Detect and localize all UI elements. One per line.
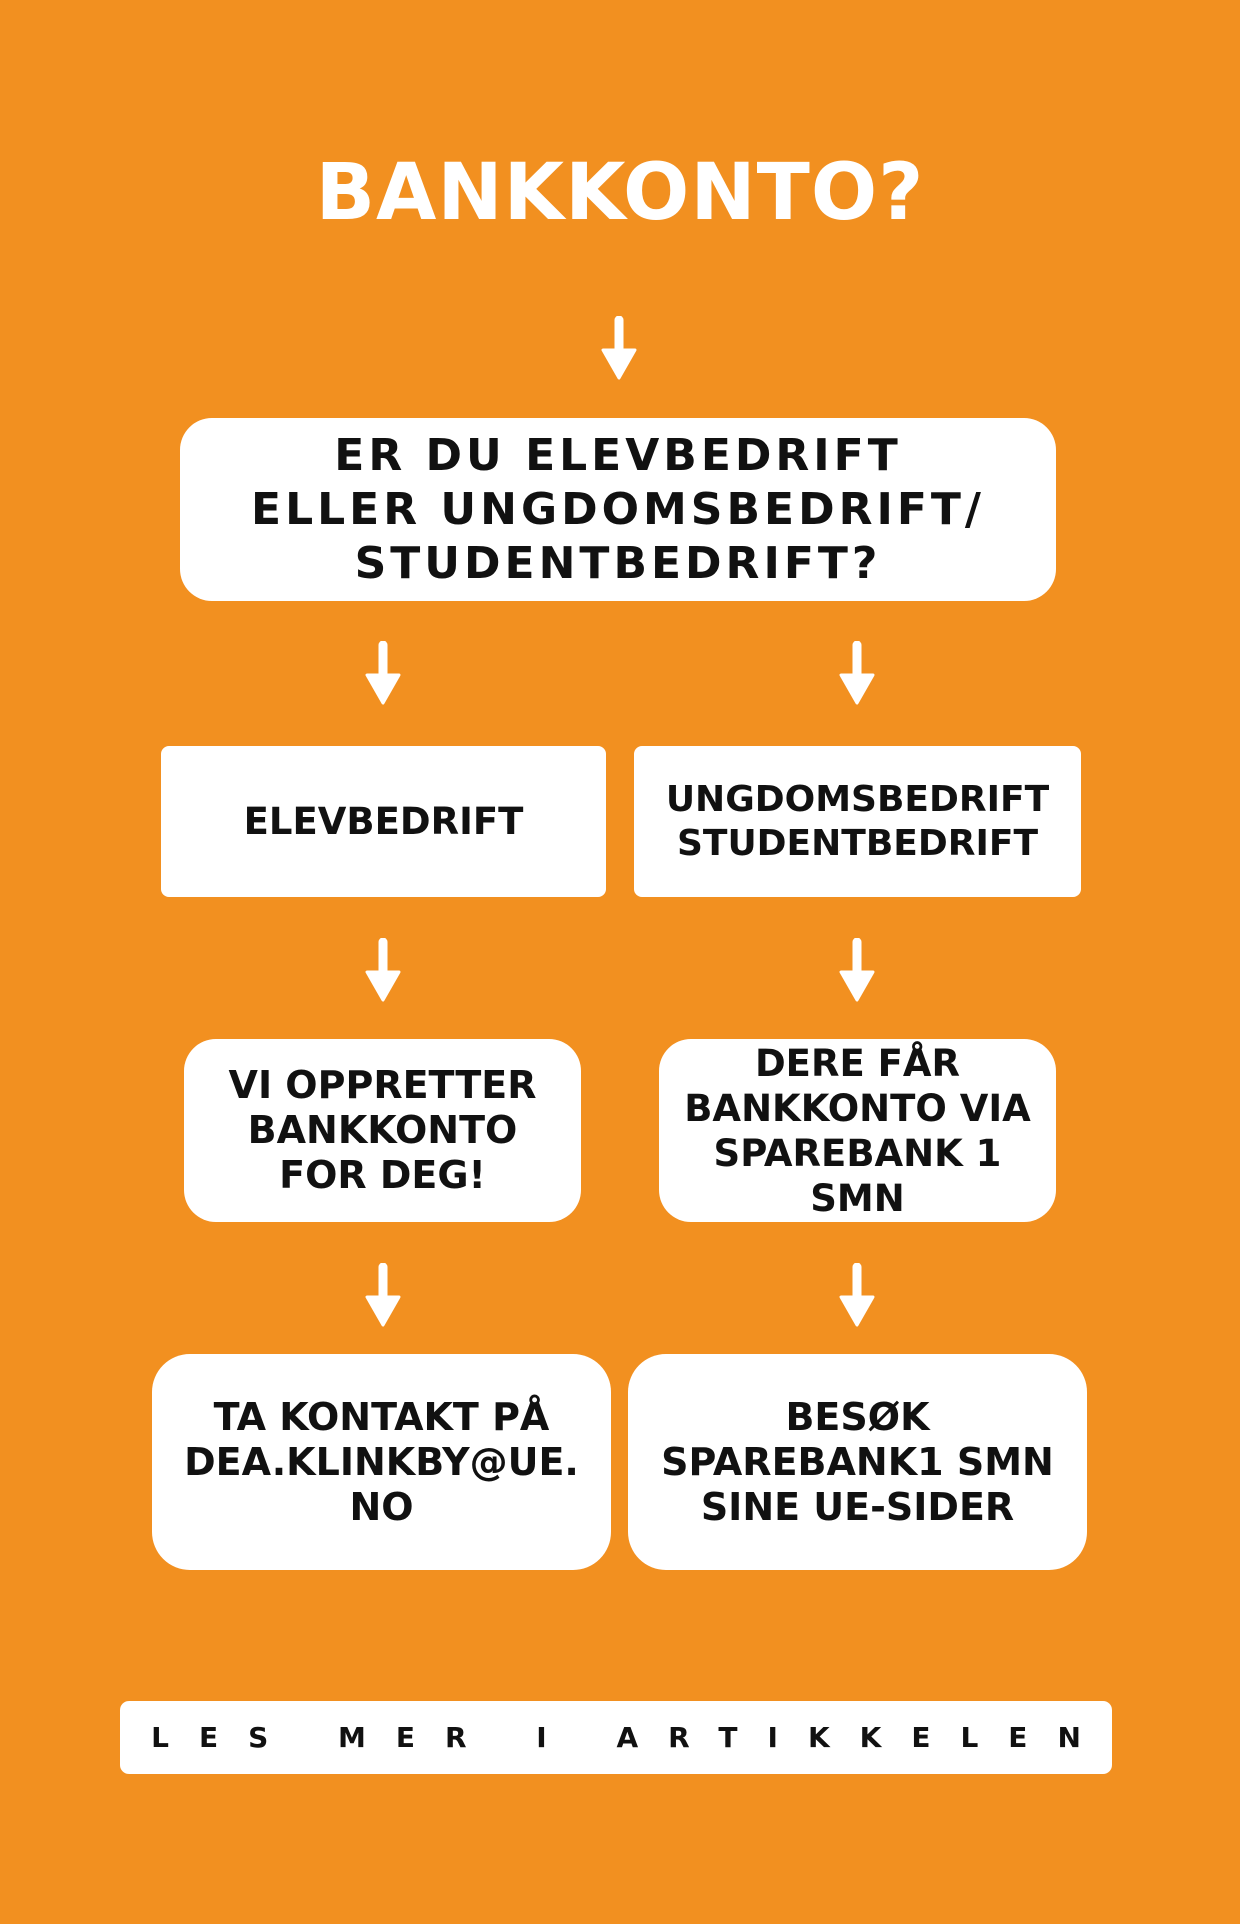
question-text: ER DU ELEVBEDRIFT ELLER UNGDOMSBEDRIFT/ … xyxy=(251,429,985,589)
arrow-down-icon xyxy=(837,641,877,705)
contact-text: TA KONTAKT PÅ DEA.KLINKBY@UE. NO xyxy=(184,1394,579,1529)
visit-text: BESØK SPAREBANK1 SMN SINE UE-SIDER xyxy=(661,1394,1054,1529)
arrow-down-icon xyxy=(363,641,403,705)
question-box: ER DU ELEVBEDRIFT ELLER UNGDOMSBEDRIFT/ … xyxy=(180,418,1056,601)
read-more-label: LES MER I ARTIKKELEN xyxy=(151,1721,1111,1754)
action-ungdomsbedrift: BESØK SPAREBANK1 SMN SINE UE-SIDER xyxy=(628,1354,1087,1570)
page-title: BANKKONTO? xyxy=(315,148,925,238)
arrow-down-icon xyxy=(837,938,877,1002)
arrow-down-icon xyxy=(599,316,639,380)
result-ungdomsbedrift: DERE FÅR BANKKONTO VIA SPAREBANK 1 SMN xyxy=(659,1039,1056,1222)
arrow-down-icon xyxy=(363,938,403,1002)
option-ungdomsbedrift: UNGDOMSBEDRIFT STUDENTBEDRIFT xyxy=(634,746,1081,897)
arrow-down-icon xyxy=(837,1263,877,1327)
result-text: VI OPPRETTER BANKKONTO FOR DEG! xyxy=(228,1063,537,1197)
option-label: ELEVBEDRIFT xyxy=(243,800,524,843)
result-elevbedrift: VI OPPRETTER BANKKONTO FOR DEG! xyxy=(184,1039,581,1222)
option-elevbedrift: ELEVBEDRIFT xyxy=(161,746,606,897)
result-text: DERE FÅR BANKKONTO VIA SPAREBANK 1 SMN xyxy=(684,1041,1031,1220)
arrow-down-icon xyxy=(363,1263,403,1327)
read-more-button[interactable]: LES MER I ARTIKKELEN xyxy=(120,1701,1112,1774)
option-label: UNGDOMSBEDRIFT STUDENTBEDRIFT xyxy=(665,778,1050,864)
action-elevbedrift: TA KONTAKT PÅ DEA.KLINKBY@UE. NO xyxy=(152,1354,611,1570)
